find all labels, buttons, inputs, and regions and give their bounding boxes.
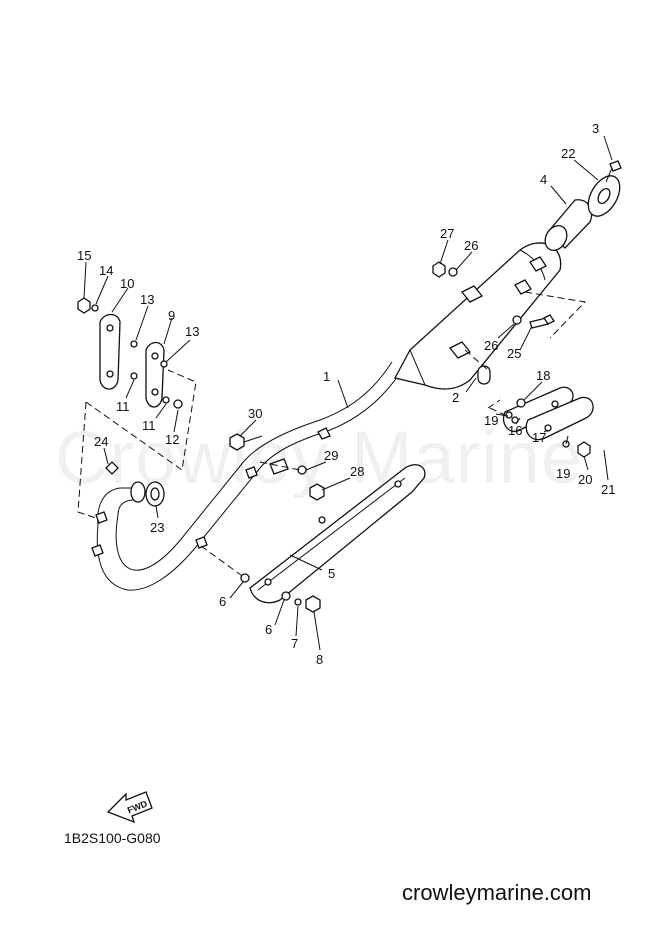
callout-11b: 11 [142, 418, 156, 433]
callout-24: 24 [94, 434, 108, 449]
fwd-arrow-icon: FWD [106, 791, 153, 824]
assembly-lines [77, 291, 587, 579]
callout-1: 1 [323, 369, 330, 384]
callout-10: 10 [120, 276, 134, 291]
callout-5: 5 [328, 566, 335, 581]
callout-9: 9 [168, 308, 175, 323]
tailpipe [544, 199, 593, 251]
muffler [394, 242, 562, 390]
site-url: crowleymarine.com [402, 880, 592, 905]
callout-2: 2 [452, 390, 459, 405]
callout-4: 4 [540, 172, 547, 187]
callout-19b: 19 [556, 466, 570, 481]
callout-19a: 19 [484, 413, 498, 428]
callout-16: 16 [508, 423, 522, 438]
callout-11a: 11 [116, 399, 130, 414]
flange-plate-right [145, 341, 165, 408]
callout-18: 18 [536, 368, 550, 383]
callout-27: 27 [440, 226, 454, 241]
callout-30: 30 [248, 406, 262, 421]
exhaust-gasket [130, 481, 165, 507]
callout-25: 25 [507, 346, 521, 361]
callout-21: 21 [601, 482, 615, 497]
flange-plate-left [99, 313, 121, 390]
callout-20: 20 [578, 472, 592, 487]
misc-fasteners [229, 261, 555, 613]
callout-7: 7 [291, 636, 298, 651]
callout-6b: 6 [265, 622, 272, 637]
clip [105, 461, 119, 475]
drawing-code: 1B2S100-G080 [64, 830, 161, 846]
small-fasteners-right [505, 398, 591, 458]
callout-13a: 13 [140, 292, 154, 307]
exhaust-pipe [91, 361, 401, 591]
small-fasteners-left [77, 297, 183, 409]
callout-8: 8 [316, 652, 323, 667]
callout-26a: 26 [484, 338, 498, 353]
callout-17: 17 [532, 430, 546, 445]
callout-6a: 6 [219, 594, 226, 609]
callout-26b: 26 [464, 238, 478, 253]
callout-13b: 13 [185, 324, 199, 339]
callout-3: 3 [592, 121, 599, 136]
callout-14: 14 [99, 263, 113, 278]
muffler-bracket [502, 386, 594, 441]
callout-29: 29 [324, 448, 338, 463]
heat-protector [249, 464, 426, 604]
callout-labels: 1 2 3 4 5 6 6 7 8 9 10 11 11 12 13 13 14… [77, 121, 615, 667]
callout-28: 28 [350, 464, 364, 479]
callout-15: 15 [77, 248, 91, 263]
cap-bolt [605, 160, 622, 183]
callout-12: 12 [165, 432, 179, 447]
end-cap [587, 175, 621, 217]
callout-22: 22 [561, 146, 575, 161]
callout-23: 23 [150, 520, 164, 535]
leader-lines [83, 135, 613, 651]
